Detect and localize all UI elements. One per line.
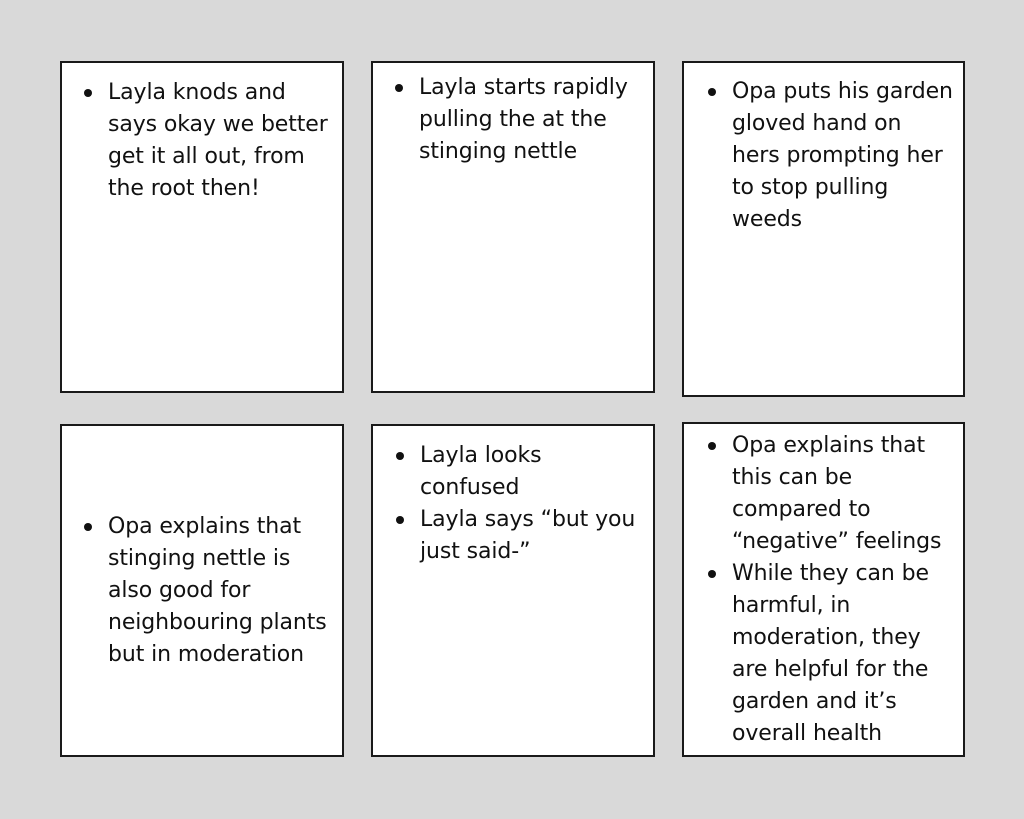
list-item: Opa explains that this can be compared t…	[708, 430, 953, 558]
bullet-text: Layla starts rapidly pulling the at the …	[419, 75, 628, 164]
bullet-icon	[708, 570, 716, 578]
bullet-text: Opa explains that this can be compared t…	[732, 433, 942, 554]
panel-3-content: Opa puts his garden gloved hand on hers …	[684, 76, 963, 236]
bullet-icon	[84, 89, 92, 97]
bullet-icon	[396, 516, 404, 524]
storyboard-panel-2[interactable]: Layla starts rapidly pulling the at the …	[371, 61, 655, 393]
panel-3-bullet-list: Opa puts his garden gloved hand on hers …	[684, 76, 963, 236]
bullet-text: Opa puts his garden gloved hand on hers …	[732, 79, 953, 232]
panel-5-content: Layla looks confused Layla says “but you…	[373, 440, 653, 568]
bullet-icon	[708, 442, 716, 450]
list-item: Opa puts his garden gloved hand on hers …	[708, 76, 953, 236]
bullet-text: Layla looks confused	[420, 443, 542, 500]
panel-4-bullet-list: Opa explains that stinging nettle is als…	[62, 511, 342, 671]
panel-1-content: Layla knods and says okay we better get …	[62, 77, 342, 205]
list-item: While they can be harmful, in moderation…	[708, 558, 953, 750]
list-item: Opa explains that stinging nettle is als…	[84, 511, 328, 671]
list-item: Layla looks confused	[396, 440, 639, 504]
storyboard-panel-1[interactable]: Layla knods and says okay we better get …	[60, 61, 344, 393]
panel-2-bullet-list: Layla starts rapidly pulling the at the …	[373, 72, 653, 168]
list-item: Layla starts rapidly pulling the at the …	[395, 72, 639, 168]
bullet-icon	[396, 452, 404, 460]
panel-1-bullet-list: Layla knods and says okay we better get …	[62, 77, 342, 205]
storyboard-panel-5[interactable]: Layla looks confused Layla says “but you…	[371, 424, 655, 757]
storyboard-panel-4[interactable]: Opa explains that stinging nettle is als…	[60, 424, 344, 757]
storyboard-panel-6[interactable]: Opa explains that this can be compared t…	[682, 422, 965, 757]
panel-6-content: Opa explains that this can be compared t…	[684, 430, 963, 750]
panel-5-bullet-list: Layla looks confused Layla says “but you…	[373, 440, 653, 568]
bullet-icon	[84, 522, 92, 531]
bullet-icon	[395, 84, 403, 92]
bullet-text: Opa explains that stinging nettle is als…	[108, 513, 327, 667]
panel-2-content: Layla starts rapidly pulling the at the …	[373, 72, 653, 168]
list-item: Layla knods and says okay we better get …	[84, 77, 328, 205]
panel-4-content: Opa explains that stinging nettle is als…	[62, 426, 342, 755]
storyboard-panel-3[interactable]: Opa puts his garden gloved hand on hers …	[682, 61, 965, 397]
bullet-text: Layla says “but you just said-”	[420, 507, 636, 564]
bullet-text: While they can be harmful, in moderation…	[732, 561, 929, 746]
bullet-text: Layla knods and says okay we better get …	[108, 80, 328, 201]
panel-6-bullet-list: Opa explains that this can be compared t…	[684, 430, 963, 750]
list-item: Layla says “but you just said-”	[396, 504, 639, 568]
bullet-icon	[708, 88, 716, 96]
